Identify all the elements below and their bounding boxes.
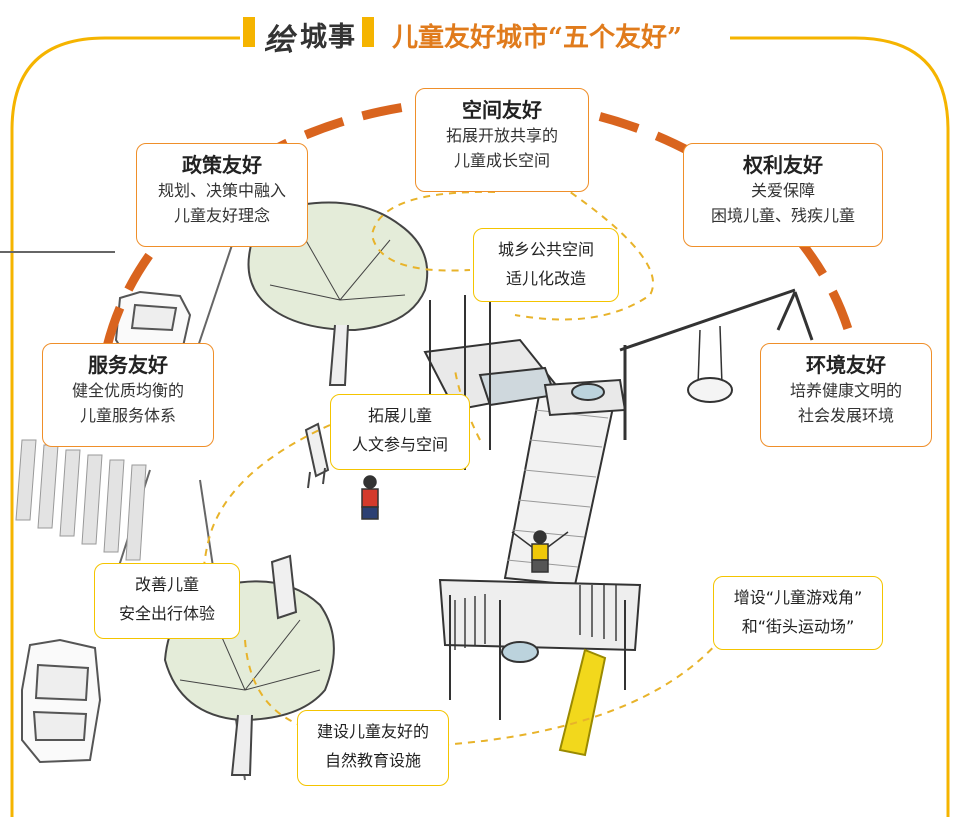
principle-desc: 儿童成长空间 [453,151,550,170]
swing-set [619,288,814,440]
principle-title: 政策友好 [182,153,262,177]
bench-2 [270,554,298,620]
measure-playground: 增设“儿童游戏角” 和“街头运动场” [713,576,883,650]
car-bottom [21,638,102,764]
principle-space: 空间友好 拓展开放共享的 儿童成长空间 [415,88,589,192]
principle-desc: 儿童友好理念 [173,206,270,225]
principle-rights: 权利友好 关爱保障 困境儿童、残疾儿童 [683,143,883,247]
slide-structure [423,295,642,757]
principle-title: 服务友好 [88,353,168,377]
principle-title: 环境友好 [806,353,886,377]
principle-service: 服务友好 健全优质均衡的 儿童服务体系 [42,343,214,447]
principle-desc: 困境儿童、残疾儿童 [710,206,855,225]
principle-policy: 政策友好 规划、决策中融入 儿童友好理念 [136,143,308,247]
measure-line: 城乡公共空间 [497,240,594,259]
measure-line: 增设“儿童游戏角” [733,588,863,607]
bench [304,422,330,489]
principle-title: 权利友好 [743,153,823,177]
measure-humanities: 拓展儿童 人文参与空间 [330,394,470,470]
page-title: 儿童友好城市“五个友好” [392,23,682,53]
measure-line: 自然教育设施 [324,751,421,770]
principle-desc: 规划、决策中融入 [157,181,286,200]
principle-desc: 培养健康文明的 [789,381,902,400]
measure-public-space: 城乡公共空间 适儿化改造 [473,228,619,302]
principle-title: 空间友好 [462,98,542,122]
principle-environment: 环境友好 培养健康文明的 社会发展环境 [760,343,932,447]
header-bar-right [362,17,374,47]
measure-line: 和“街头运动场” [741,617,855,636]
measure-line: 人文参与空间 [351,435,448,454]
principle-desc: 儿童服务体系 [79,406,176,425]
crosswalk [15,439,147,561]
five-friendly-arc [95,96,865,406]
measure-travel: 改善儿童 安全出行体验 [94,563,240,639]
dashed-paths [202,184,721,746]
measure-line: 建设儿童友好的 [316,722,429,741]
outer-frame [10,36,950,817]
measure-line: 改善儿童 [134,575,199,594]
measure-line: 适儿化改造 [505,269,586,288]
principle-desc: 关爱保障 [750,181,815,200]
measure-nature: 建设儿童友好的 自然教育设施 [297,710,449,786]
measure-line: 安全出行体验 [118,604,215,623]
child-figure [361,475,379,520]
principle-desc: 社会发展环境 [797,406,894,425]
principle-desc: 健全优质均衡的 [71,381,184,400]
principle-desc: 拓展开放共享的 [445,126,558,145]
header-icon: 绘 [264,23,295,58]
measure-line: 拓展儿童 [367,406,432,425]
child-on-slide [511,530,569,573]
header-bar-left [243,17,255,47]
section-name: 城事 [300,22,356,53]
